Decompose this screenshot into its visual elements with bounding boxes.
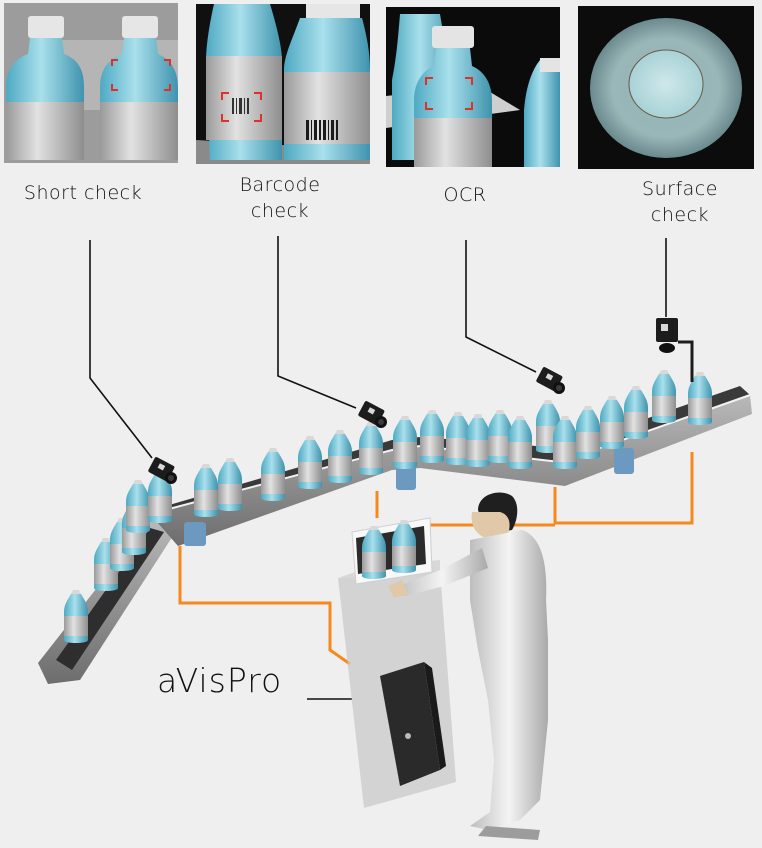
label-ocr: OCR bbox=[410, 182, 520, 208]
label-barcode-check: Barcode check bbox=[196, 172, 364, 224]
inspection-marker-icon bbox=[111, 59, 171, 91]
label-line: Barcode bbox=[239, 174, 321, 196]
label-line: Surface bbox=[642, 178, 718, 200]
leader-line-short-check bbox=[89, 240, 153, 459]
monitor bbox=[351, 517, 433, 585]
operator-station bbox=[338, 517, 456, 808]
inspection-marker-icon bbox=[221, 92, 262, 122]
label-line: Short check bbox=[23, 182, 143, 204]
camera-icon bbox=[535, 366, 565, 394]
thumbnail-barcode-check bbox=[196, 4, 370, 164]
label-line: check bbox=[250, 200, 310, 222]
label-line: check bbox=[650, 204, 710, 226]
drive-unit bbox=[614, 448, 634, 474]
label-short-check: Short check bbox=[4, 180, 162, 206]
thumb-bottle bbox=[206, 4, 282, 160]
thumb-bottle bbox=[6, 16, 84, 160]
thumbnail-short-check bbox=[4, 3, 178, 163]
label-line: OCR bbox=[443, 184, 487, 206]
pc-tower-icon bbox=[380, 662, 446, 786]
thumb-bottle bbox=[100, 16, 178, 160]
leader-lines bbox=[89, 236, 667, 700]
inspection-marker-icon bbox=[425, 77, 473, 110]
label-surface-check: Surface check bbox=[600, 176, 760, 228]
thumb-bottle bbox=[284, 4, 370, 160]
leader-line-ocr bbox=[465, 240, 537, 373]
operator-figure bbox=[388, 492, 548, 840]
product-label-avispro: aVisPro bbox=[157, 661, 283, 700]
leader-line-barcode-check bbox=[277, 236, 357, 409]
drive-unit bbox=[396, 464, 416, 490]
thumbnail-surface-check bbox=[578, 6, 754, 169]
thumbnail-ocr bbox=[386, 7, 560, 167]
drive-unit bbox=[184, 522, 206, 546]
camera-icon bbox=[656, 318, 694, 382]
